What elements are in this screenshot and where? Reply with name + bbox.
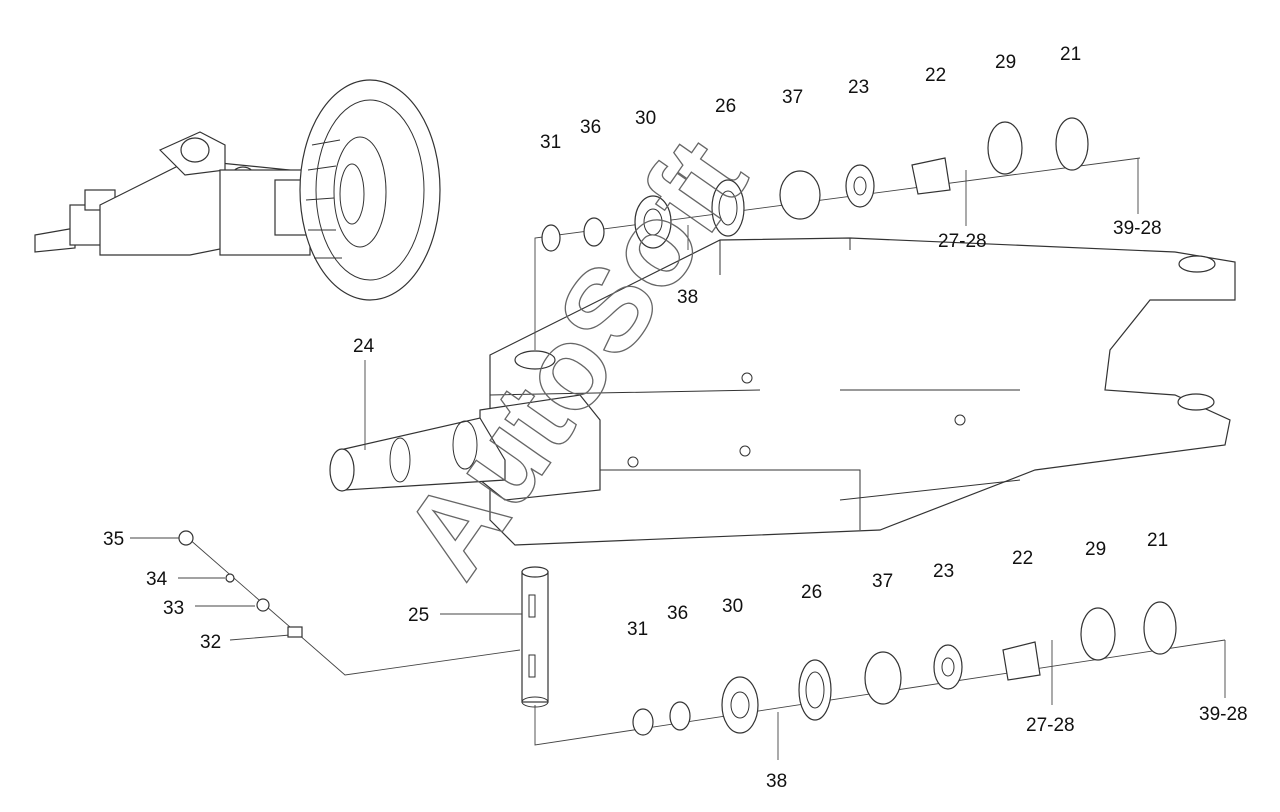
label-top-38: 38: [677, 287, 698, 308]
label-bottom-37: 37: [872, 571, 893, 592]
label-bottom-27-28: 27-28: [1026, 715, 1075, 736]
label-bottom-36: 36: [667, 603, 688, 624]
label-32: 32: [200, 632, 221, 653]
label-bottom-29: 29: [1085, 539, 1106, 560]
labels-top: 31 36 30 26 37 23 22 29 21 27-28 39-28 3…: [540, 44, 1162, 308]
label-24: 24: [353, 336, 375, 357]
kingpin-part-25: [521, 566, 549, 708]
label-bottom-39-28: 39-28: [1199, 704, 1248, 725]
label-bottom-31: 31: [627, 619, 648, 640]
label-top-23: 23: [848, 77, 869, 98]
label-33: 33: [163, 598, 184, 619]
label-bottom-23: 23: [933, 561, 954, 582]
label-35: 35: [103, 529, 124, 550]
label-top-27-28: 27-28: [938, 231, 987, 252]
left-small-parts: [130, 530, 521, 676]
leader-lines: [364, 360, 522, 615]
labels-left: 35 34 33 32: [103, 529, 221, 653]
label-top-31: 31: [540, 132, 561, 153]
axle-housing: [479, 237, 1236, 546]
label-top-37: 37: [782, 87, 803, 108]
label-34: 34: [146, 569, 168, 590]
label-bottom-30: 30: [722, 596, 743, 617]
top-exploded-row: [534, 117, 1141, 350]
assembly-inset: [34, 79, 441, 301]
label-top-39-28: 39-28: [1113, 218, 1162, 239]
labels-middle: 24 25: [353, 336, 429, 626]
label-top-30: 30: [635, 108, 656, 129]
label-bottom-21: 21: [1147, 530, 1168, 551]
spindle-part-24: [329, 417, 506, 492]
label-top-36: 36: [580, 117, 601, 138]
bottom-exploded-row: [534, 601, 1226, 760]
label-top-29: 29: [995, 52, 1016, 73]
label-bottom-26: 26: [801, 582, 822, 603]
label-top-22: 22: [925, 65, 946, 86]
label-bottom-22: 22: [1012, 548, 1033, 569]
label-25: 25: [408, 605, 429, 626]
label-bottom-38: 38: [766, 771, 787, 792]
label-top-26: 26: [715, 96, 736, 117]
label-top-21: 21: [1060, 44, 1081, 65]
labels-bottom: 31 36 30 26 37 23 22 29 21 27-28 39-28 3…: [627, 530, 1248, 792]
